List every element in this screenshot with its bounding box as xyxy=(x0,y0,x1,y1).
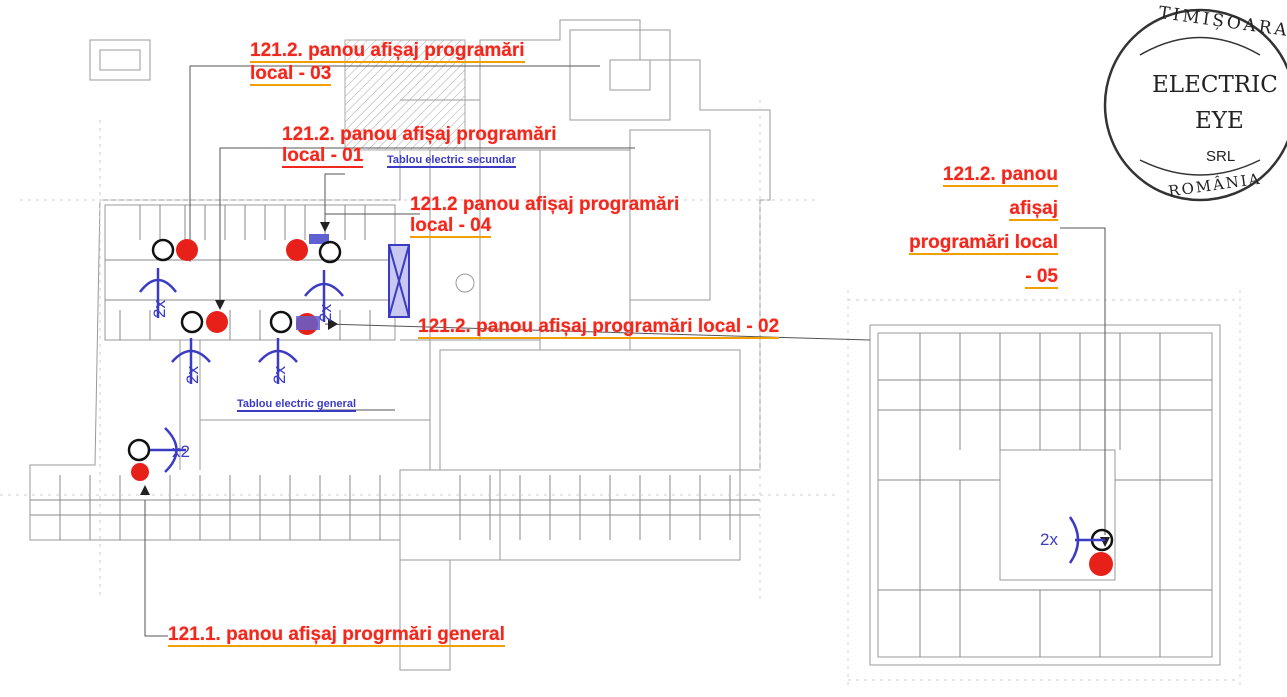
label-panel-05: 121.2. panou afișaj programări local - 0… xyxy=(909,164,1058,289)
label-panel-03: 121.2. panou afișaj programări local - 0… xyxy=(250,40,525,86)
label-panel-04: 121.2 panou afișaj programări local - 04 xyxy=(410,194,680,238)
company-stamp xyxy=(1103,8,1287,202)
multiplicity-label: x2 xyxy=(172,442,190,461)
stamp-srl: SRL xyxy=(1206,148,1236,165)
label-panel-general: 121.1. panou afișaj progrmări general xyxy=(168,624,505,647)
marker-dot xyxy=(176,239,198,261)
multiplicity-label: 2x xyxy=(270,366,289,384)
label-panel-01: 121.2. panou afișaj programări local - 0… xyxy=(282,124,557,168)
label-panel-02: 121.2. panou afișaj programări local - 0… xyxy=(418,316,780,339)
stamp-company-line2: EYE xyxy=(1195,108,1244,134)
main-building-plan xyxy=(0,19,840,671)
stamp-company-line1: ELECTRIC xyxy=(1152,72,1278,98)
multiplicity-label: 2x xyxy=(316,304,335,322)
annex-building-plan xyxy=(847,290,1241,690)
label-secondary-electric-board: Tablou electric secundar xyxy=(387,154,516,168)
multiplicity-label: 2x xyxy=(150,300,169,318)
multiplicity-label: 2x xyxy=(183,366,202,384)
display-panel-symbols xyxy=(127,234,1114,576)
label-general-electric-board: Tablou electric general xyxy=(237,398,357,412)
multiplicity-label: 2x xyxy=(1040,530,1058,549)
